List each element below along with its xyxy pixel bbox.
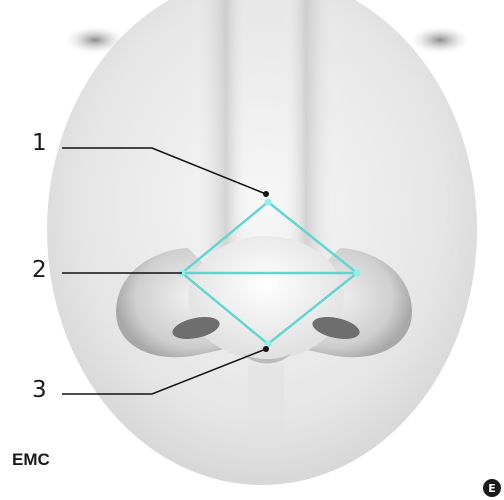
bridge-shade-left [190,0,250,260]
right-eye-shadow [410,26,470,54]
diamond-point-right [354,270,361,277]
diamond-point-top [265,199,272,206]
corner-badge: E [483,479,501,497]
left-eye-shadow [65,26,125,54]
callout-label-3: 3 [32,377,47,403]
corner-badge-letter: E [488,482,496,495]
callout-label-1: 1 [32,130,47,156]
leader-dot-3 [263,346,269,352]
brand-logo: EMC [12,450,50,469]
callout-label-2: 2 [32,257,47,283]
leader-dot-1 [263,191,269,197]
philtrum-shade [248,365,284,445]
